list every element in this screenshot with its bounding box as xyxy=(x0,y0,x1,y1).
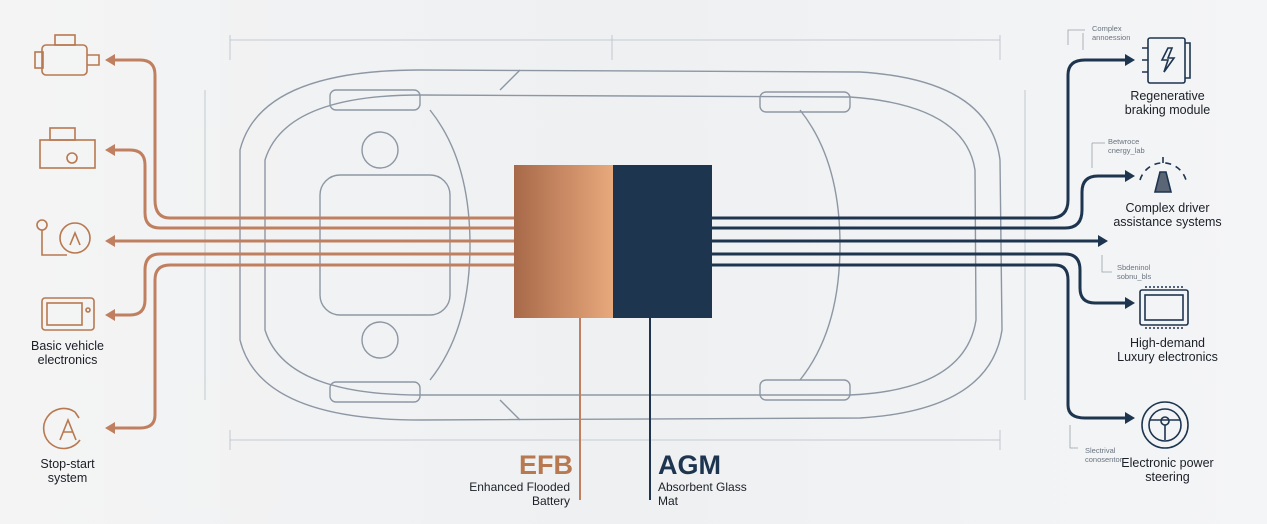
stop-start-icon xyxy=(42,407,81,450)
efb-battery-block xyxy=(514,165,613,318)
annotation-note: Slectrival conosentor xyxy=(1085,446,1123,464)
display-unit-icon xyxy=(41,297,95,331)
agm-description: Absorbent Glass Mat xyxy=(658,480,747,508)
dimension-lines xyxy=(204,35,1026,450)
annotation-leaders xyxy=(1067,29,1112,449)
agm-arrowheads xyxy=(1098,54,1135,424)
annotation-note: Betwroce cnergy_lab xyxy=(1108,137,1145,155)
annotation-note: Sbdeninol sobnu_bls xyxy=(1117,263,1152,281)
steering-wheel-icon xyxy=(1141,401,1189,449)
left-item-label: Basic vehicle electronics xyxy=(31,339,104,367)
agm-battery-block xyxy=(613,165,712,318)
right-item-label: Complex driver assistance systems xyxy=(1113,201,1222,229)
car-blueprint xyxy=(239,69,1003,421)
regenerative-module-icon xyxy=(1142,37,1191,84)
efb-description: Enhanced Flooded Battery xyxy=(469,480,570,508)
right-item-label: Electronic power steering xyxy=(1121,456,1214,484)
right-item-label: Regenerative braking module xyxy=(1124,89,1211,117)
alternator-icon xyxy=(36,219,91,256)
agm-title: AGM xyxy=(658,450,721,480)
driver-assist-icon xyxy=(1139,157,1187,193)
control-unit-icon xyxy=(39,127,96,169)
efb-arrowheads xyxy=(105,54,115,434)
efb-title: EFB xyxy=(519,450,573,480)
annotation-note: Complex annoession xyxy=(1092,24,1131,42)
starter-motor-icon xyxy=(34,34,100,76)
chip-icon xyxy=(1139,286,1189,329)
efb-connections xyxy=(110,58,514,430)
left-item-label: Stop-start system xyxy=(40,457,95,485)
agm-connections xyxy=(712,58,1125,420)
right-item-label: High-demand Luxury electronics xyxy=(1117,336,1218,364)
